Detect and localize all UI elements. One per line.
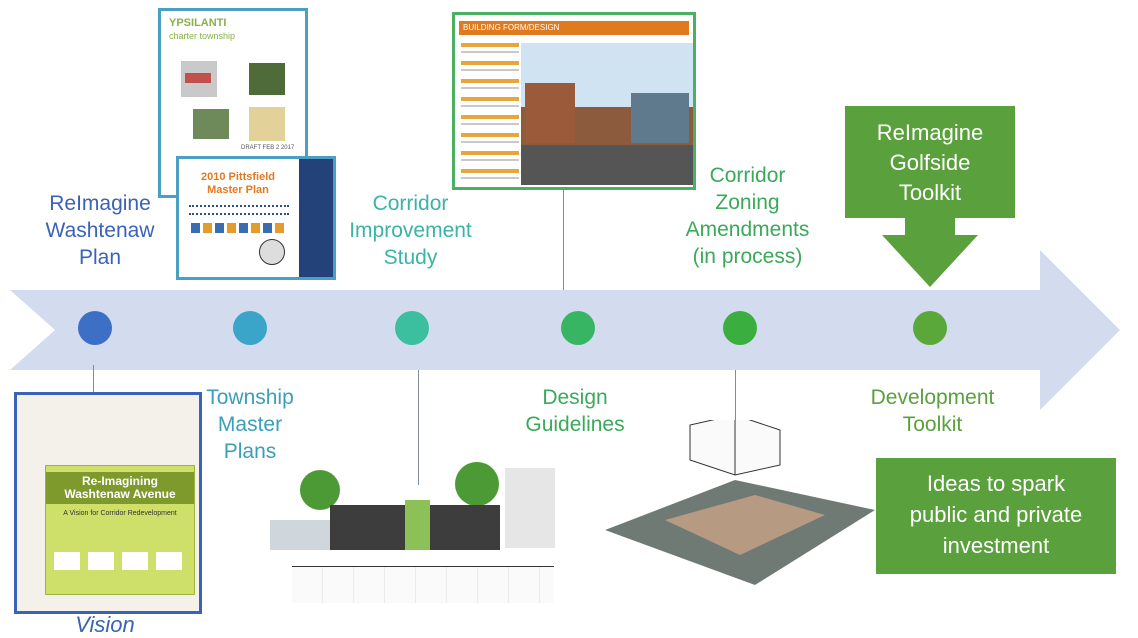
stage-label-design-guidelines: Design Guidelines: [525, 386, 625, 436]
site-plan-3d: [605, 420, 875, 585]
stage-label-zoning-amendments: Corridor Zoning Amendments (in process): [685, 164, 810, 268]
tree: [300, 470, 340, 510]
building-form-thumbnail: BUILDING FORM/DESIGN: [452, 12, 696, 190]
parked-cars: [270, 520, 330, 550]
blue-side-band: [299, 159, 333, 277]
golfside-toolkit-label: ReImagine Golfside Toolkit: [876, 120, 984, 205]
guideline-bullets: [461, 43, 519, 183]
ypsilanti-title: YPSILANTI: [169, 17, 227, 29]
streetscape-rendering: [521, 43, 693, 185]
map-image: [181, 61, 217, 97]
stage-label-township-master-plans: Township Master Plans: [206, 386, 294, 463]
golfside-toolkit-box: [845, 106, 1015, 218]
icon-row: [191, 223, 287, 233]
connector-line-vision: [93, 365, 94, 395]
photo-image: [249, 63, 285, 95]
stage-label-reimagine-washtenaw: ReImagine Washtenaw Plan: [45, 192, 155, 269]
median: [405, 500, 430, 550]
ideas-box: [876, 458, 1116, 574]
timeline-dot: [395, 311, 429, 345]
stage-label-corridor-improvement: Corridor Improvement Study: [349, 192, 472, 269]
pittsfield-title: 2010 Pittsfield Master Plan: [201, 171, 275, 196]
timeline-dot: [233, 311, 267, 345]
timeline-dot: [561, 311, 595, 345]
building-form-header: BUILDING FORM/DESIGN: [459, 21, 689, 35]
connector-line-street: [418, 370, 419, 485]
photo-image: [193, 109, 229, 139]
timeline-dot: [913, 311, 947, 345]
dotted-rule: [189, 205, 289, 215]
connector-line-guidelines: [563, 190, 564, 290]
timeline-dot: [78, 311, 112, 345]
stage-label-development-toolkit: Development Toolkit: [870, 386, 995, 436]
cover-title: Re-Imagining Washtenaw Avenue: [46, 472, 194, 504]
ypsilanti-footer: DRAFT FEB 2 2017: [241, 145, 295, 151]
ideas-label: Ideas to spark public and private invest…: [909, 471, 1083, 558]
pittsfield-plan-thumbnail: 2010 Pittsfield Master Plan: [176, 156, 336, 280]
down-arrow-icon: [882, 215, 978, 287]
logo-row: [54, 552, 186, 570]
reimagining-washtenaw-cover: Re-Imagining Washtenaw Avenue A Vision f…: [14, 392, 202, 614]
tree: [455, 462, 499, 506]
vision-caption: Vision: [75, 612, 135, 637]
cover-subtitle: A Vision for Corridor Redevelopment: [63, 510, 177, 517]
timeline-dot: [723, 311, 757, 345]
ypsilanti-subtitle: charter township: [169, 31, 236, 41]
cover-band: Re-Imagining Washtenaw Avenue A Vision f…: [45, 465, 195, 595]
connector-line-building: [735, 370, 736, 420]
dimension-bar: [292, 566, 554, 603]
building-facade: [505, 468, 555, 548]
seal-icon: [259, 239, 285, 265]
map-image: [249, 107, 285, 141]
